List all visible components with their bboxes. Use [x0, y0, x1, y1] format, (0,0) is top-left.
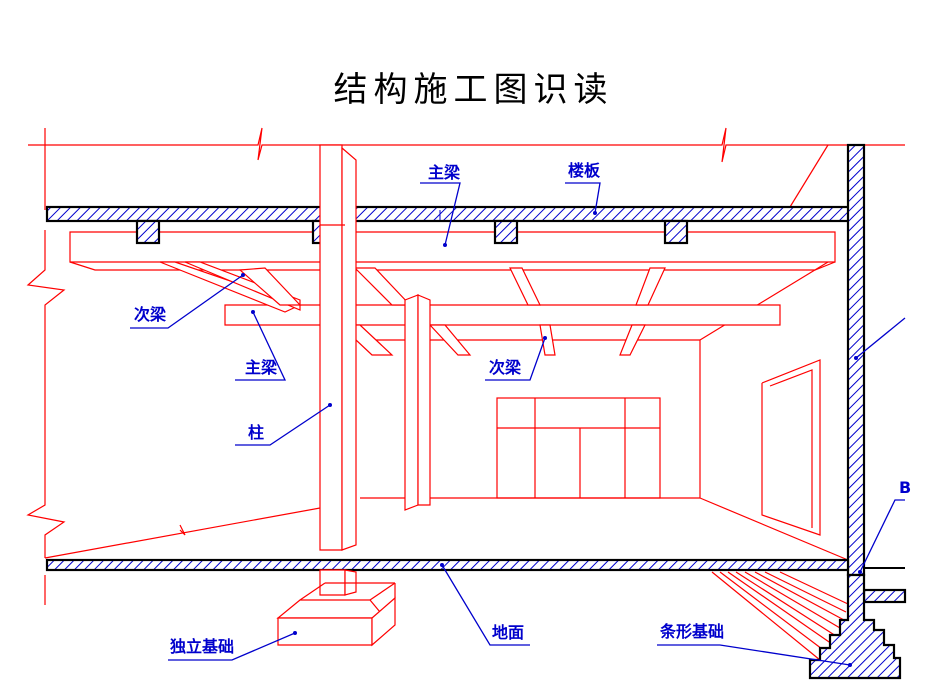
label-floor-slab: 楼板 — [568, 161, 601, 180]
room-interior — [360, 144, 849, 561]
ground-slab — [45, 558, 850, 572]
label-cut-off-right: B — [899, 478, 911, 497]
leader-lines — [130, 182, 906, 667]
main-column — [319, 144, 357, 551]
right-wall — [846, 143, 907, 604]
label-column: 柱 — [248, 423, 264, 442]
label-secondary-beam-left: 次梁 — [134, 305, 167, 324]
isolated-foundation-drawing — [276, 569, 396, 647]
strip-foundation-drawing — [711, 571, 902, 680]
beams — [69, 231, 836, 511]
label-strip-foundation: 条形基础 — [659, 622, 724, 641]
label-ground: 地面 — [492, 623, 524, 642]
break-lines — [26, 127, 905, 605]
window — [496, 397, 661, 499]
label-isolated-foundation: 独立基础 — [170, 637, 234, 656]
side-door — [761, 359, 821, 536]
label-secondary-beam-mid: 次梁 — [489, 358, 522, 377]
label-main-beam-top: 主梁 — [428, 163, 461, 182]
diagram-title: 结构施工图识读 — [333, 70, 614, 110]
label-main-beam-left: 主梁 — [245, 358, 278, 377]
